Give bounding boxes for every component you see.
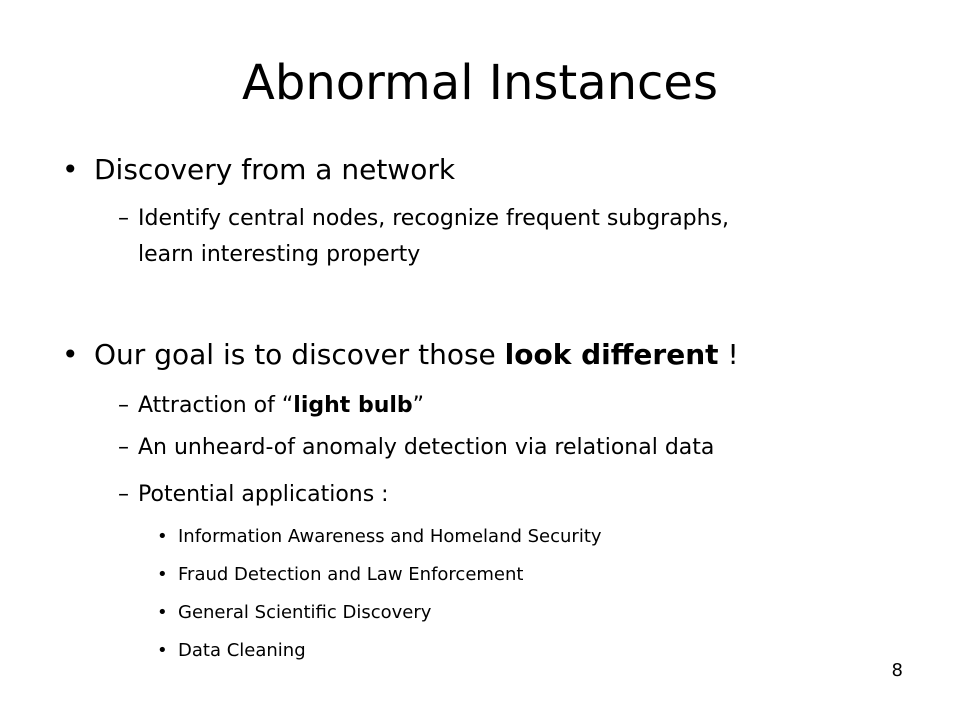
sub-bullet-text: Potential applications : [138, 482, 389, 507]
bullet-text-part: ! [718, 338, 739, 371]
sub-bullet-text-part: ” [412, 393, 425, 418]
dash-marker: – [118, 206, 129, 231]
bullet-dot: • [157, 526, 168, 547]
sub-bullet-text-part: Attraction of “ [138, 393, 294, 418]
sub-bullet-text-line2: learn interesting property [138, 242, 421, 267]
application-text: General Scientific Discovery [178, 602, 432, 623]
bullet-dot: • [157, 602, 168, 623]
page-number: 8 [891, 660, 903, 681]
dash-marker: – [118, 482, 129, 507]
slide-title: Abnormal Instances [242, 55, 718, 111]
bullet-text-bold: look different [504, 338, 719, 371]
application-text: Data Cleaning [178, 640, 306, 661]
sub-bullet-text: An unheard-of anomaly detection via rela… [138, 435, 715, 460]
bullet-dot: • [62, 153, 79, 186]
dash-marker: – [118, 393, 129, 418]
bullet-text-part: Our goal is to discover those [94, 338, 505, 371]
sub-bullet-text-line1: Identify central nodes, recognize freque… [138, 206, 730, 231]
application-text: Information Awareness and Homeland Secur… [178, 526, 602, 547]
application-text: Fraud Detection and Law Enforcement [178, 564, 524, 585]
bullet-text: Our goal is to discover those look diffe… [94, 337, 739, 373]
bullet-dot: • [157, 564, 168, 585]
sub-bullet-text-bold: light bulb [293, 393, 413, 418]
bullet-text: Discovery from a network [94, 153, 456, 186]
bullet-dot: • [62, 338, 79, 371]
dash-marker: – [118, 435, 129, 460]
sub-bullet-text: Attraction of “light bulb” [138, 391, 424, 421]
bullet-dot: • [157, 640, 168, 661]
